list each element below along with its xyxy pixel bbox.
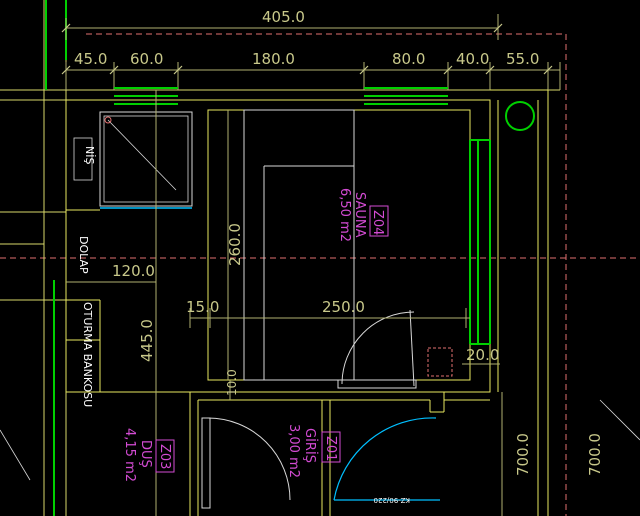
sauna-door [337, 309, 417, 389]
top-dimension-chain [65, 14, 561, 90]
dim-445: 445.0 [138, 319, 156, 362]
room-dus-area: 4,15 m2 [122, 428, 137, 482]
room-sauna-name: SAUNA [352, 192, 367, 238]
shower-door [201, 417, 291, 509]
oturma-label: OTURMA BANKOSU [81, 302, 94, 407]
nis-label-box: NİŞ [73, 137, 96, 181]
entrance-door [333, 417, 440, 501]
room-sauna-area: 6,50 m2 [337, 188, 352, 242]
door-tag: KZ-90/220 [374, 496, 410, 504]
room-giris: Z01 GİRİŞ 3,00 m2 [286, 424, 341, 478]
dim-45: 45.0 [74, 50, 107, 68]
sauna-stove [427, 347, 453, 377]
corner-marks [0, 399, 640, 481]
dim-15: 15.0 [186, 298, 219, 316]
dim-40: 40.0 [456, 50, 489, 68]
dim-120: 120.0 [112, 262, 155, 280]
sauna-benches [243, 109, 355, 381]
dolap-label: DOLAP [77, 236, 90, 274]
dim-700-inner: 700.0 [514, 433, 532, 476]
dim-55: 55.0 [506, 50, 539, 68]
column-circle [505, 101, 535, 131]
nis-label: NİŞ [83, 146, 96, 164]
room-dus-code: Z03 [157, 444, 172, 469]
room-sauna-code: Z04 [370, 210, 385, 235]
room-sauna: Z04 SAUNA 6,50 m2 [337, 188, 389, 242]
dim-180: 180.0 [252, 50, 295, 68]
dim-total-top: 405.0 [262, 8, 305, 26]
dim-80: 80.0 [392, 50, 425, 68]
windows [114, 87, 491, 345]
dimension-ticks [61, 23, 553, 75]
shower-cabin [99, 111, 193, 209]
room-giris-area: 3,00 m2 [286, 424, 301, 478]
dim-60: 60.0 [130, 50, 163, 68]
room-dus: Z03 DUŞ 4,15 m2 [122, 428, 175, 482]
guide-lines [0, 33, 640, 516]
room-giris-name: GİRİŞ [302, 428, 318, 463]
room-dus-name: DUŞ [138, 440, 153, 468]
dim-700-outer: 700.0 [586, 433, 604, 476]
dim-260: 260.0 [226, 223, 244, 266]
room-giris-code: Z01 [323, 436, 338, 461]
dim-250: 250.0 [322, 298, 365, 316]
dim-20: 20.0 [466, 346, 499, 364]
dim-10: 10.0 [225, 369, 239, 396]
